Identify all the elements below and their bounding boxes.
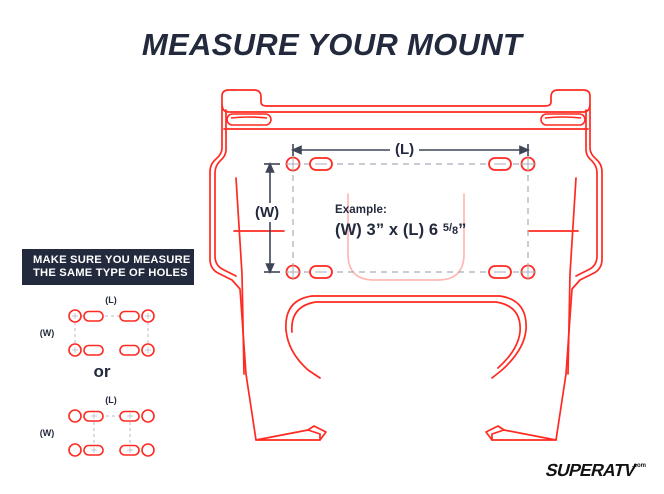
arrowhead-top bbox=[265, 162, 275, 173]
hole-circle-br bbox=[141, 443, 155, 457]
hole-slot-br bbox=[119, 344, 140, 356]
mount-right-edge bbox=[555, 105, 603, 441]
top-slot-right-inner bbox=[544, 116, 582, 119]
mount-outline bbox=[209, 89, 603, 441]
example-callout: Example: (W) 3” x (L) 6 5/8” bbox=[335, 204, 535, 240]
pattern2-width-label: (W) bbox=[40, 428, 55, 438]
mount-center-pocket bbox=[347, 193, 465, 281]
example-value-prefix: (W) 3” x (L) 6 bbox=[335, 221, 443, 239]
example-value: (W) 3” x (L) 6 5/8” bbox=[335, 221, 535, 240]
page-title: MEASURE YOUR MOUNT bbox=[141, 27, 523, 62]
hole-circle-bl bbox=[68, 443, 82, 457]
mount-arch-outer bbox=[285, 295, 527, 379]
hole-slot-tl bbox=[83, 310, 104, 322]
pattern1-width-label: (W) bbox=[40, 328, 55, 338]
mount-top-rail-outer bbox=[221, 89, 591, 107]
mount-foot-right-detail bbox=[491, 429, 505, 441]
hole-pattern-slots: (L) (W) bbox=[30, 392, 190, 464]
logo-suffix: .com bbox=[632, 463, 646, 469]
superatv-logo: SUPERATV .com bbox=[534, 455, 646, 483]
measurement-guides bbox=[292, 163, 529, 273]
arrowhead-right bbox=[519, 145, 530, 155]
length-dimension-label: (L) bbox=[390, 141, 420, 158]
fraction-numerator: 5 bbox=[442, 222, 449, 234]
mount-foot-left-detail bbox=[307, 429, 321, 441]
or-divider-label: or bbox=[93, 362, 111, 381]
callout-line-2: THE SAME TYPE OF HOLES bbox=[33, 267, 188, 279]
example-fraction: 5/8 bbox=[442, 222, 459, 237]
mount-arch-inner bbox=[291, 301, 521, 369]
mount-foot-right bbox=[485, 425, 557, 441]
slot-center-marks bbox=[315, 163, 506, 273]
mount-top-slots bbox=[226, 113, 586, 126]
pattern1-length-label: (L) bbox=[105, 295, 117, 305]
mount-arch-left-leg bbox=[285, 329, 321, 379]
top-slot-left-outer bbox=[226, 113, 272, 126]
mount-left-edge bbox=[209, 105, 257, 441]
fraction-slash: / bbox=[448, 222, 453, 234]
mount-left-rib bbox=[235, 177, 245, 375]
width-dimension-label: (W) bbox=[253, 203, 282, 222]
callout-box: MAKE SURE YOU MEASURE THE SAME TYPE OF H… bbox=[22, 249, 194, 285]
hole-slot-tr bbox=[119, 310, 140, 322]
logo-wordmark: SUPERATV bbox=[544, 460, 639, 480]
arrowhead-bottom bbox=[265, 263, 275, 274]
top-slot-right-outer bbox=[540, 113, 586, 126]
hole-pattern-circles: (L) (W) bbox=[30, 292, 190, 364]
mount-foot-left bbox=[255, 425, 327, 441]
mount-right-rib bbox=[567, 177, 577, 375]
mount-right-edge-inner bbox=[575, 109, 598, 277]
pattern2-length-label: (L) bbox=[105, 395, 117, 405]
example-value-suffix: ” bbox=[458, 221, 467, 239]
hole-crosshairs bbox=[285, 156, 536, 280]
hole-slot-bl bbox=[83, 344, 104, 356]
hole-circle-tl bbox=[68, 409, 82, 423]
fraction-denominator: 8 bbox=[452, 225, 459, 237]
callout-line-1: MAKE SURE YOU MEASURE bbox=[33, 253, 191, 266]
hole-circle-tr bbox=[141, 409, 155, 423]
mount-diagram bbox=[196, 74, 616, 474]
mount-left-edge-inner bbox=[214, 109, 237, 277]
example-label: Example: bbox=[335, 204, 387, 216]
arrowhead-left bbox=[291, 145, 302, 155]
top-slot-left-inner bbox=[230, 116, 268, 119]
